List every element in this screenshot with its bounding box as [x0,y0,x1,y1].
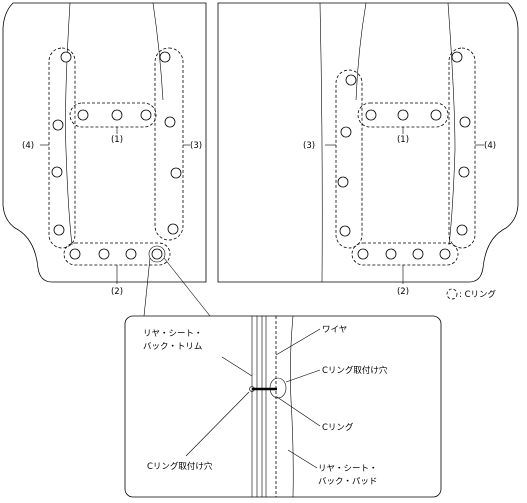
right-seam-line [319,2,323,283]
right-seat-outline [217,2,519,283]
right-label-2: (2) [397,287,409,297]
rear-seat-back-pad-label-2: バック・パッド [318,477,377,487]
left-c-ring [69,248,81,260]
rear-seat-back-trim-label-2: バック・トリム [143,342,202,352]
pad-edge [290,315,294,498]
right-label-4: (4) [484,141,496,151]
right-seam-line-2 [355,2,367,101]
right-c-ring [439,248,451,260]
rear-seat-back-pad-label-1: リヤ・シート・ [318,464,378,474]
left-c-ring [159,51,171,63]
right-c-ring [451,51,463,63]
right-ring-group-3 [335,69,363,249]
detail-box: リヤ・シート・ バック・トリム ワイヤ Cリング取付け穴 Cリング Cリング取付… [124,315,442,498]
left-ring-group-4 [48,47,76,249]
right-label-3: (3) [303,141,315,151]
right-c-ring [357,248,369,260]
left-c-ring [170,167,182,179]
c-ring-hole-label-lower: Cリング取付け穴 [147,461,213,472]
right-c-ring [339,225,351,237]
right-c-ring [337,176,349,188]
left-seat-outline [2,2,207,283]
left-c-ring [164,116,176,128]
left-c-ring [140,109,152,121]
right-c-ring [397,109,409,121]
right-ring-group-4 [448,47,476,249]
left-c-ring [52,119,64,131]
left-c-ring [151,248,163,260]
left-c-ring [125,248,137,260]
right-c-ring [340,126,352,138]
wire-label: ワイヤ [322,325,347,335]
right-c-ring [412,248,424,260]
c-ring-label: Cリング [322,422,354,433]
left-c-ring [51,166,63,178]
left-c-ring [111,109,123,121]
left-seat-panel: (1) (4) (3) (2) [2,2,207,297]
left-ring-group-1 [69,102,157,128]
legend-text: : Cリング [459,289,497,300]
left-ring-group-3 [154,47,184,241]
legend-c-ring-icon [446,288,458,300]
right-seam-line-3 [447,2,456,246]
right-c-ring [456,224,468,236]
right-c-ring [385,248,397,260]
left-c-ring [60,51,72,63]
left-c-ring [167,223,179,235]
left-label-3: (3) [190,141,202,151]
left-label-4: (4) [22,141,34,151]
left-c-ring [77,109,89,121]
right-ring-group-2 [351,242,459,266]
right-c-ring [459,116,471,128]
right-c-ring [345,74,357,86]
left-label-2: (2) [111,287,123,297]
rear-seat-back-trim-label-1: リヤ・シート・ [143,329,203,339]
right-seat-panel: (1) (3) (4) (2) [217,2,519,297]
left-seam-line-2 [152,2,164,101]
zoom-connector [143,245,211,317]
legend: : Cリング [446,288,497,300]
left-c-ring [98,248,110,260]
right-c-ring [458,166,470,178]
right-c-ring [365,109,377,121]
c-ring-hole-label-upper: Cリング取付け穴 [322,365,388,376]
left-label-1: (1) [111,135,123,145]
left-seam-line [65,2,73,246]
right-label-1: (1) [397,135,409,145]
right-c-ring [430,109,442,121]
detail-frame [124,315,442,498]
left-c-ring [53,224,65,236]
